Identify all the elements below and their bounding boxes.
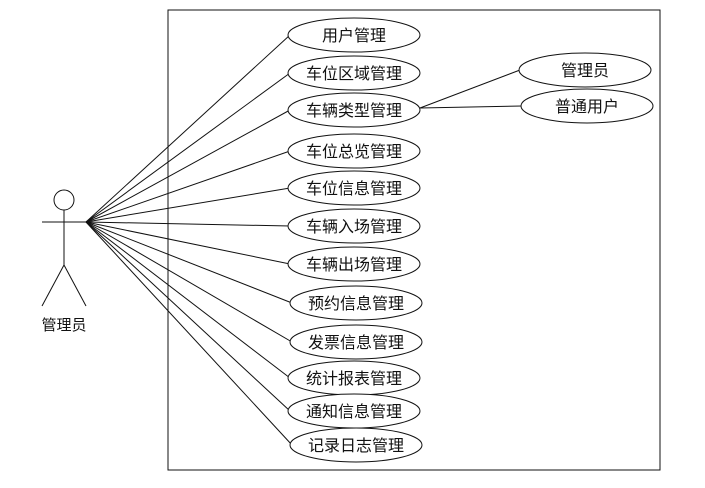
association-line-uc-user (85, 34, 291, 223)
use-case-uc-notice[interactable]: 通知信息管理 (287, 393, 421, 429)
use-case-ellipse[interactable] (287, 246, 421, 282)
use-case-ellipse[interactable] (287, 208, 421, 244)
use-case-ellipse[interactable] (287, 133, 421, 169)
use-case-label: 车辆入场管理 (306, 217, 402, 236)
association-line-uc-reservation (85, 221, 293, 304)
use-case-label: 车位区域管理 (306, 64, 402, 83)
use-case-uc-vehicle-entry[interactable]: 车辆入场管理 (287, 208, 421, 244)
association-line-uc-space-info (85, 187, 291, 223)
sub-case-label: 管理员 (561, 61, 609, 80)
sub-case-ellipse[interactable] (518, 52, 652, 88)
use-case-ellipse[interactable] (287, 55, 421, 91)
use-case-label: 车位信息管理 (306, 179, 402, 198)
association-line-uc-report (85, 221, 291, 379)
association-line-uc-space-overview (85, 150, 291, 223)
use-case-ellipse[interactable] (287, 17, 421, 53)
use-case-ellipse[interactable] (289, 427, 423, 463)
use-case-uc-user[interactable]: 用户管理 (287, 17, 421, 53)
use-case-uc-space-info[interactable]: 车位信息管理 (287, 170, 421, 206)
use-case-uc-vehicle-type[interactable]: 车辆类型管理 (287, 92, 421, 128)
use-case-ellipse[interactable] (289, 285, 423, 321)
association-line-uc-invoice (85, 221, 293, 343)
use-case-ellipse[interactable] (289, 324, 423, 360)
use-case-label: 预约信息管理 (308, 294, 404, 313)
sub-case-label: 普通用户 (555, 97, 619, 116)
association-line-uc-vehicle-type (85, 109, 291, 223)
use-case-uc-vehicle-exit[interactable]: 车辆出场管理 (287, 246, 421, 282)
use-case-ellipse[interactable] (287, 170, 421, 206)
use-case-uc-invoice[interactable]: 发票信息管理 (289, 324, 423, 360)
use-case-uc-space-overview[interactable]: 车位总览管理 (287, 133, 421, 169)
stick-figure-actor-icon (41, 189, 87, 307)
sub-association-line-sub-normal-user (419, 105, 523, 109)
sub-case-sub-admin[interactable]: 管理员 (518, 52, 652, 88)
actor-admin: 管理员 (41, 189, 87, 334)
system-boundary (167, 9, 661, 471)
sub-case-ellipse[interactable] (520, 88, 654, 124)
use-case-uc-report[interactable]: 统计报表管理 (287, 360, 421, 396)
use-case-label: 记录日志管理 (308, 436, 404, 455)
use-case-list: 用户管理车位区域管理车辆类型管理车位总览管理车位信息管理车辆入场管理车辆出场管理… (287, 17, 423, 463)
sub-case-sub-normal-user[interactable]: 普通用户 (520, 88, 654, 124)
association-line-uc-space-area (85, 72, 291, 223)
sub-association-line-sub-admin (419, 69, 521, 109)
use-case-label: 用户管理 (322, 26, 386, 45)
use-case-label: 车辆类型管理 (306, 101, 402, 120)
actor-label: 管理员 (41, 316, 86, 334)
association-lines (85, 34, 523, 446)
association-line-uc-vehicle-entry (85, 221, 291, 227)
use-case-label: 车位总览管理 (306, 142, 402, 161)
association-line-uc-vehicle-exit (85, 221, 291, 265)
use-case-label: 发票信息管理 (308, 333, 404, 352)
association-line-uc-log (85, 221, 293, 446)
use-case-uc-reservation[interactable]: 预约信息管理 (289, 285, 423, 321)
use-case-uc-log[interactable]: 记录日志管理 (289, 427, 423, 463)
use-case-label: 车辆出场管理 (306, 255, 402, 274)
use-case-ellipse[interactable] (287, 92, 421, 128)
use-case-uc-space-area[interactable]: 车位区域管理 (287, 55, 421, 91)
use-case-label: 通知信息管理 (306, 402, 402, 421)
association-line-uc-notice (85, 221, 291, 412)
use-case-label: 统计报表管理 (306, 369, 402, 388)
